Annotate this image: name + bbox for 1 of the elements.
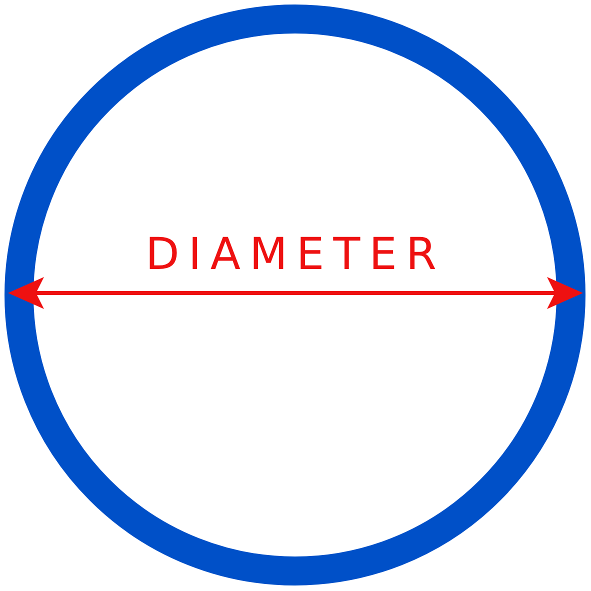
dimension-label: DIAMETER: [146, 229, 446, 281]
